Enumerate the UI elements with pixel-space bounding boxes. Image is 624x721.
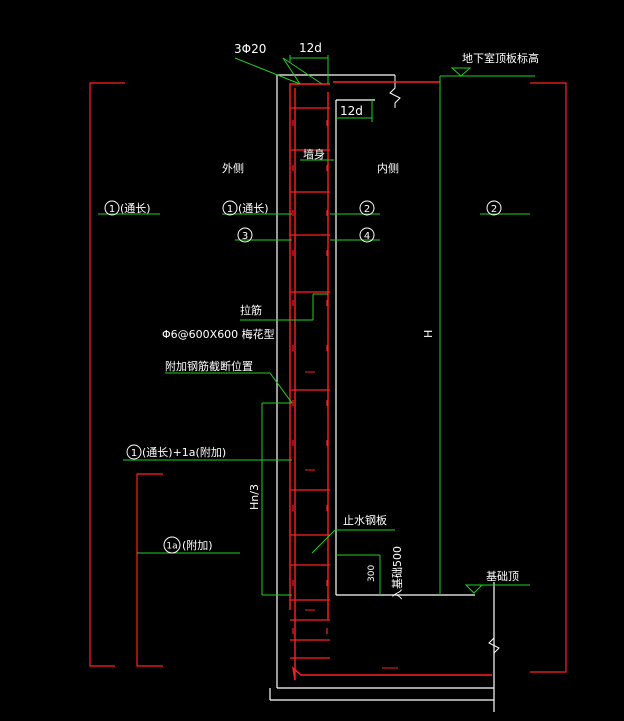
- rebar-marker-2-right: 2: [486, 200, 502, 216]
- svg-text:1: 1: [227, 204, 233, 215]
- inner-side-label: 内侧: [377, 161, 399, 175]
- dim-300-label: 300: [367, 565, 377, 582]
- top-elevation-label: 地下室顶板标高: [462, 51, 539, 65]
- svg-text:1: 1: [109, 204, 115, 215]
- rebar-marker-1a: 1a: [163, 536, 181, 554]
- elevation-marker: [450, 67, 484, 594]
- dim-500-label: 入基础500: [391, 546, 404, 600]
- marker-1-center-text: (通长): [238, 202, 269, 215]
- anchor-top-label: 12d: [299, 41, 322, 55]
- top-bars-label: 3Φ20: [234, 42, 266, 56]
- wall-body-label: 墙身: [303, 147, 325, 161]
- tie-bar-marks: [305, 371, 398, 669]
- rebar-marker-1-left: 1: [104, 200, 120, 216]
- rebar-horizontal: [290, 107, 330, 659]
- rebar-marker-4: 4: [359, 227, 375, 243]
- anchor-inner-label: 12d: [340, 104, 363, 118]
- length-hn-label: Hn/3: [248, 484, 261, 510]
- cut-position-label: 附加钢筋截断位置: [165, 359, 253, 373]
- rebar-marker-1-center: 1: [222, 200, 238, 216]
- rebar-marker-1-combo: 1: [126, 444, 142, 460]
- outer-side-label: 外侧: [222, 162, 244, 175]
- left-outer-bracket: [89, 82, 163, 667]
- wall-outline: [269, 74, 495, 712]
- svg-text:2: 2: [364, 204, 370, 215]
- svg-text:3: 3: [242, 231, 248, 242]
- svg-text:2: 2: [491, 204, 497, 215]
- rebar-marker-3: 3: [237, 227, 253, 243]
- svg-text:1: 1: [131, 448, 137, 459]
- svg-text:4: 4: [364, 231, 370, 242]
- rebar-marker-2-center: 2: [359, 200, 375, 216]
- marker-1a-text: (附加): [182, 538, 213, 552]
- rebar-vertical: [289, 81, 492, 681]
- right-outer-bracket: [530, 82, 567, 673]
- marker-1-left-text: (通长): [120, 202, 151, 215]
- height-label: H: [422, 330, 435, 338]
- rebar-ticks: [292, 120, 328, 634]
- tie-bar-label: 拉筋: [240, 303, 262, 317]
- combo-label: (通长)+1a(附加): [142, 445, 226, 459]
- waterstop-label: 止水钢板: [343, 513, 387, 527]
- svg-text:1a: 1a: [166, 542, 177, 552]
- tie-spec-label: Φ6@600X600 梅花型: [162, 327, 275, 341]
- leader-lines: [98, 55, 535, 596]
- break-symbol: [389, 75, 500, 660]
- base-top-label: 基础顶: [486, 570, 519, 583]
